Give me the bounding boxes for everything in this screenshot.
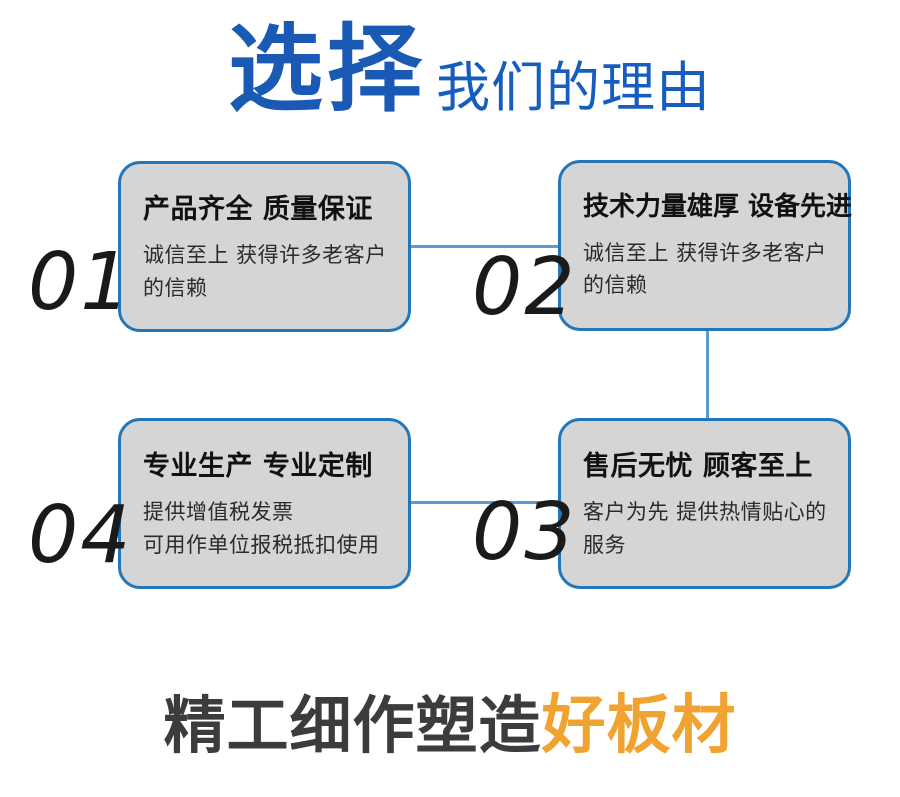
feature-title: 技术力量雄厚 设备先进	[583, 192, 853, 222]
feature-box-02: 技术力量雄厚 设备先进 诚信至上 获得许多老客户 的信赖	[558, 160, 853, 331]
feature-title: 产品齐全 质量保证	[143, 194, 373, 225]
feature-desc-line: 可用作单位报税抵扣使用	[143, 532, 380, 557]
feature-description: 诚信至上 获得许多老客户 的信赖	[583, 237, 832, 302]
step-number-01: 01	[28, 236, 133, 328]
footer-slogan: 精工细作塑造好板材	[0, 674, 900, 766]
feature-description: 诚信至上 获得许多老客户 的信赖	[143, 239, 392, 304]
step-number-03: 03	[472, 486, 577, 578]
feature-title: 售后无忧 顾客至上	[583, 451, 813, 482]
feature-description: 客户为先 提供热情贴心的 服务	[583, 496, 832, 561]
feature-description: 提供增值税发票 可用作单位报税抵扣使用	[143, 496, 392, 561]
feature-desc-line: 的信赖	[583, 273, 648, 298]
feature-desc-line: 的信赖	[143, 275, 208, 300]
footer-slogan-accent: 好板材	[541, 689, 737, 763]
feature-box-03: 售后无忧 顾客至上 客户为先 提供热情贴心的 服务	[558, 418, 851, 589]
connector-box2-box3	[706, 331, 709, 420]
connector-box4-box3	[408, 501, 560, 504]
page-title-main: 选择	[228, 15, 427, 125]
feature-desc-line: 客户为先 提供热情贴心的	[583, 500, 827, 525]
connector-box1-box2	[408, 245, 560, 248]
feature-title: 专业生产 专业定制	[143, 451, 373, 482]
page-title: 选择 我们的理由	[228, 15, 712, 125]
footer-slogan-dark: 精工细作塑造	[163, 689, 542, 762]
step-number-02: 02	[472, 241, 577, 333]
feature-desc-line: 诚信至上 获得许多老客户	[143, 243, 387, 268]
step-number-04: 04	[28, 489, 133, 581]
feature-desc-line: 提供增值税发票	[143, 500, 294, 525]
feature-desc-line: 服务	[583, 532, 626, 557]
page-title-sub: 我们的理由	[436, 56, 712, 120]
feature-box-04: 专业生产 专业定制 提供增值税发票 可用作单位报税抵扣使用	[118, 418, 411, 589]
feature-box-01: 产品齐全 质量保证 诚信至上 获得许多老客户 的信赖	[118, 161, 411, 332]
feature-desc-line: 诚信至上 获得许多老客户	[583, 240, 827, 265]
